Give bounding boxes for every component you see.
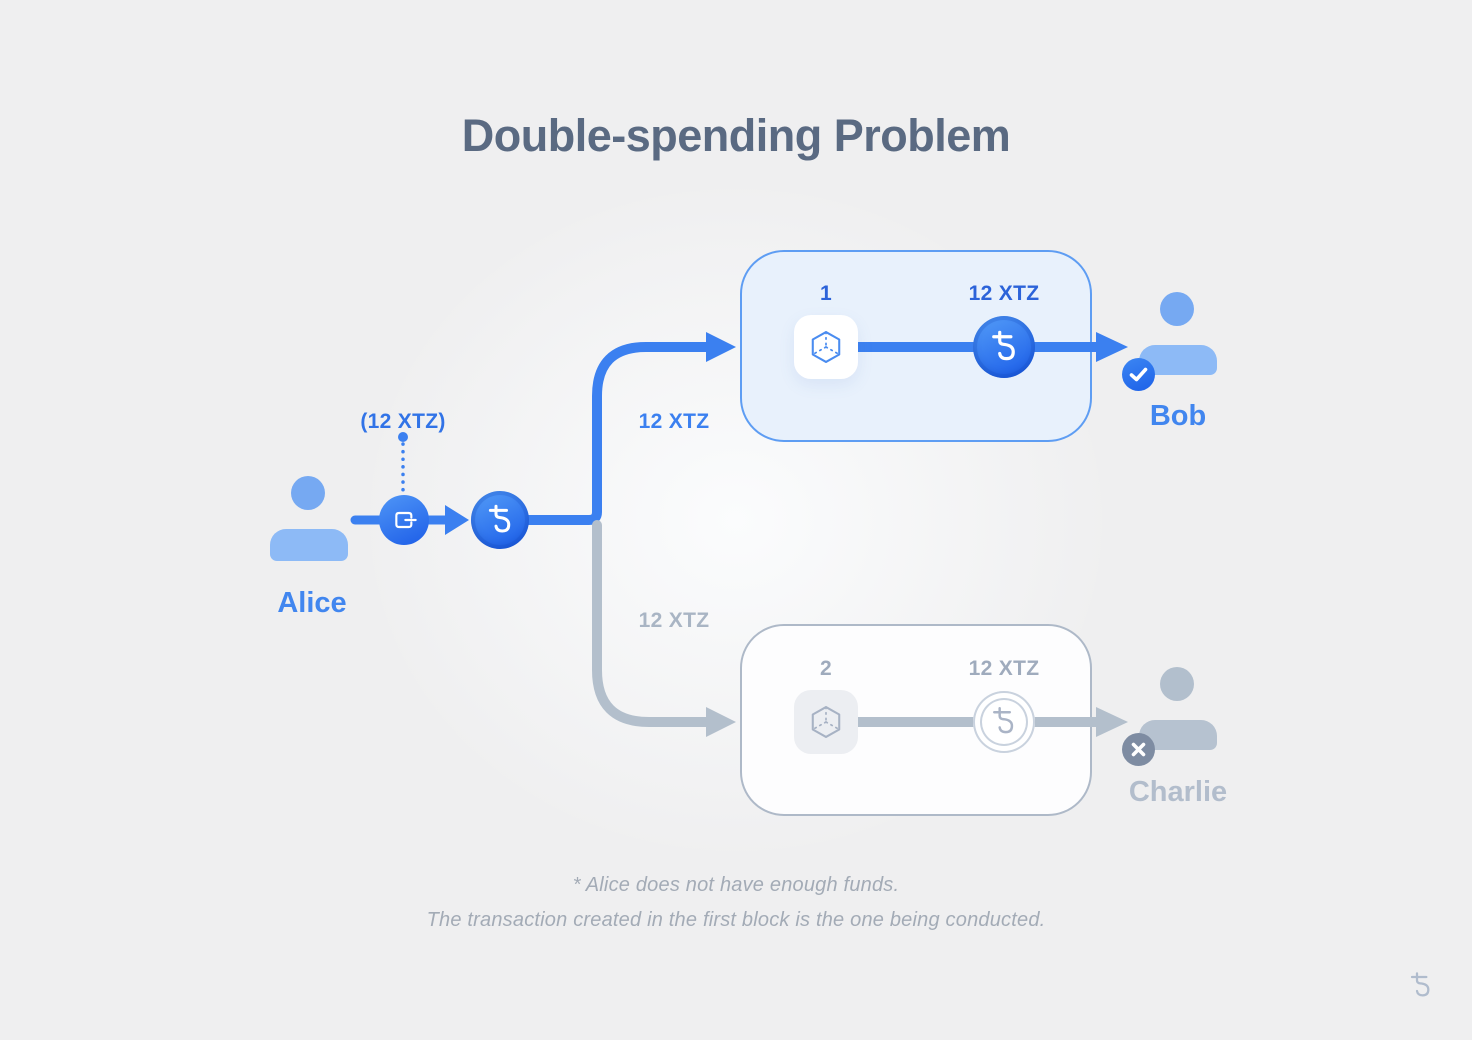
block-2-tezos-coin-node <box>973 691 1035 753</box>
bob-name-label: Bob <box>1149 400 1207 432</box>
page-title: Double-spending Problem <box>461 110 1011 161</box>
tezos-coin-node <box>471 491 529 549</box>
tezos-coin-icon <box>488 504 510 532</box>
alice-name-label: Alice <box>277 587 347 619</box>
block-1-number-label: 1 <box>820 282 832 305</box>
alice-avatar-body-icon <box>270 529 348 561</box>
block-2-amount-label: 12 XTZ <box>968 657 1040 680</box>
cross-badge-icon <box>1131 742 1146 757</box>
confirmed-badge <box>1122 358 1155 391</box>
block-1-amount-label: 12 XTZ <box>968 282 1040 305</box>
bottom-branch-arrowhead <box>706 707 736 737</box>
rejected-badge <box>1122 733 1155 766</box>
block-1-node <box>794 315 858 379</box>
block-1-container <box>740 250 1092 442</box>
tezos-coin-icon <box>991 330 1015 360</box>
block-2-node <box>794 690 858 754</box>
charlie-avatar-head-icon <box>1160 667 1194 701</box>
block-1-tezos-coin-node <box>973 316 1035 378</box>
send-transaction-node <box>379 495 429 545</box>
wallet-to-coin-arrowhead <box>445 505 469 535</box>
alice-pending-amount-label: (12 XTZ) <box>360 410 446 433</box>
tezos-watermark <box>1409 971 1433 1006</box>
cube-block-icon <box>811 706 841 738</box>
footnote-line-1: * Alice does not have enough funds. <box>572 874 900 896</box>
check-badge-icon <box>1129 367 1148 382</box>
bob-avatar-head-icon <box>1160 292 1194 326</box>
tezos-coin-outline-icon <box>993 707 1014 734</box>
block-2-container <box>740 624 1092 816</box>
alice-avatar-head-icon <box>291 476 325 510</box>
charlie-name-label: Charlie <box>1128 776 1228 808</box>
cube-block-icon <box>811 331 841 363</box>
block-2-number-label: 2 <box>820 657 832 680</box>
footnote-line-2: The transaction created in the first blo… <box>426 909 1046 931</box>
send-transaction-icon <box>395 511 417 529</box>
top-branch-arrowhead <box>706 332 736 362</box>
bottom-branch-amount-label: 12 XTZ <box>638 609 710 632</box>
top-branch-amount-label: 12 XTZ <box>638 410 710 433</box>
tezos-logo-icon <box>1410 972 1430 997</box>
